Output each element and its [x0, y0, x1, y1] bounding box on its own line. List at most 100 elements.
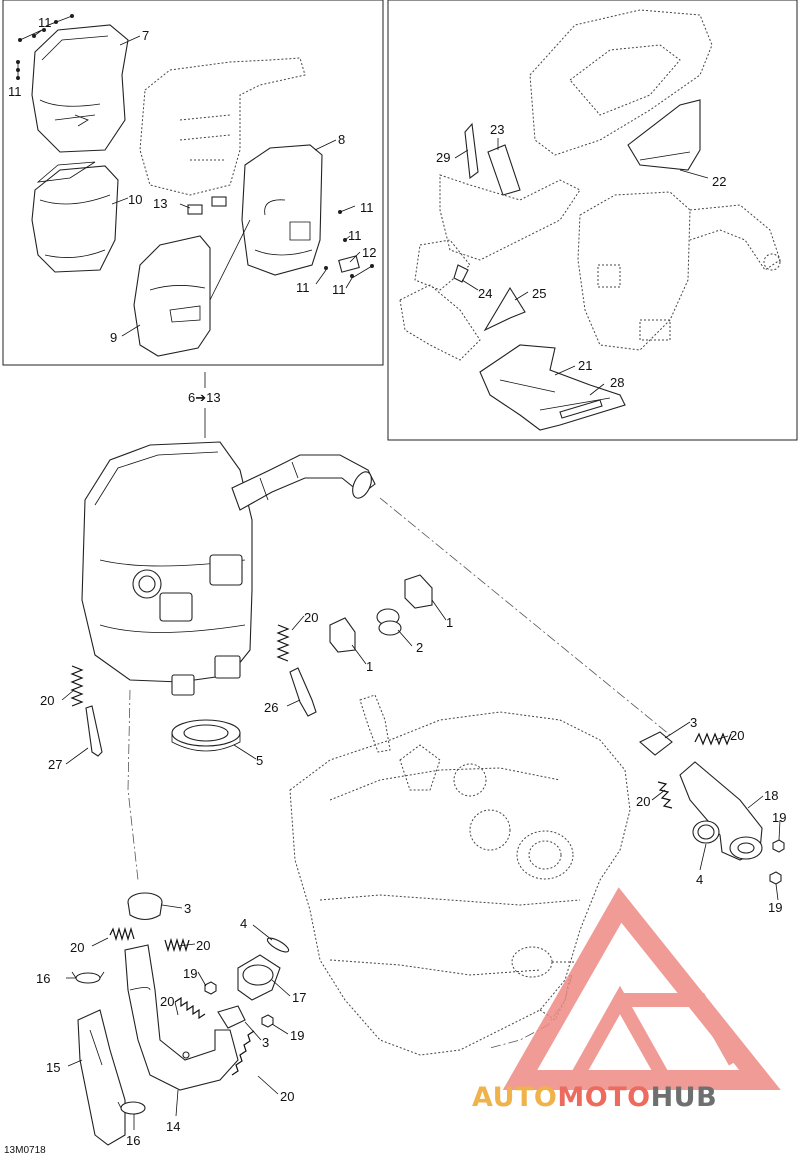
label-25: 25 — [532, 286, 546, 301]
muffler — [81, 441, 253, 696]
exhaust-pipe-14 — [124, 944, 239, 1091]
label-20d: 20 — [636, 794, 650, 809]
spring-20-right-mid — [657, 781, 673, 809]
nuts-19-right — [769, 839, 785, 885]
nuts-19-front — [204, 981, 274, 1028]
label-7: 7 — [142, 28, 149, 43]
label-8: 8 — [338, 132, 345, 147]
label-14: 14 — [166, 1119, 180, 1134]
label-11d: 11 — [348, 228, 362, 243]
label-20c: 20 — [730, 728, 744, 743]
left-inset-leaders — [17, 15, 373, 337]
label-16b: 16 — [126, 1133, 140, 1148]
muffler-ghost-right — [577, 191, 781, 351]
sleeve-3-front — [217, 1005, 246, 1029]
label-26: 26 — [264, 700, 278, 715]
label-20b: 20 — [40, 693, 54, 708]
label-27: 27 — [48, 757, 62, 772]
label-11e: 11 — [296, 280, 310, 295]
shield-floor-21 — [479, 344, 626, 431]
label-3c: 3 — [262, 1035, 269, 1050]
main-leaders — [61, 599, 781, 1130]
label-19b: 19 — [768, 900, 782, 915]
heat-shield-lower-left — [31, 161, 119, 273]
wordmark-hub: HUB — [651, 1082, 718, 1113]
inset-box-muffler-shields — [2, 0, 384, 366]
clamp-16-bottom — [117, 1101, 146, 1115]
shield-strip-28 — [559, 399, 603, 419]
rubber-mount-lower — [329, 617, 356, 653]
label-16a: 16 — [36, 971, 50, 986]
label-17: 17 — [292, 990, 306, 1005]
label-4a: 4 — [696, 872, 703, 887]
automotohub-logo-mark — [502, 887, 781, 1090]
sleeve-3-lower — [127, 892, 163, 921]
wordmark-auto: AUTO — [472, 1082, 557, 1113]
label-5: 5 — [256, 753, 263, 768]
label-3a: 3 — [690, 715, 697, 730]
label-group-6-13: 6➔13 — [188, 390, 221, 405]
label-20g: 20 — [160, 994, 174, 1009]
label-19c: 19 — [183, 966, 197, 981]
shield-pad-23 — [487, 144, 521, 196]
label-20h: 20 — [280, 1089, 294, 1104]
exhaust-sleeve-3-right — [639, 731, 673, 756]
label-1b: 1 — [366, 659, 373, 674]
label-18: 18 — [764, 788, 778, 803]
label-11f: 11 — [332, 282, 346, 297]
label-19a: 19 — [772, 810, 786, 825]
label-28: 28 — [610, 375, 624, 390]
centerline-muffler-to-engine — [379, 497, 671, 736]
label-13: 13 — [153, 196, 167, 211]
gasket-4-front — [266, 937, 290, 953]
shield-large-ghost — [529, 9, 713, 156]
label-20f: 20 — [196, 938, 210, 953]
gasket-4-right — [692, 820, 720, 844]
centerline-muffler-to-pipe — [127, 689, 139, 881]
resonator-15 — [77, 1009, 126, 1146]
springs-lower — [109, 926, 255, 1076]
diagram-code: 13M0718 — [4, 1145, 46, 1156]
muffler-outlet-pipe — [231, 454, 376, 511]
clamp-16-top — [71, 971, 105, 984]
rubber-mount-upper — [404, 574, 433, 609]
label-4b: 4 — [240, 916, 247, 931]
spring-20-right-top — [694, 732, 732, 746]
label-23: 23 — [490, 122, 504, 137]
engine-block — [289, 694, 631, 1056]
shield-tab-24 — [453, 264, 469, 283]
label-15: 15 — [46, 1060, 60, 1075]
label-11c: 11 — [360, 200, 374, 215]
shield-plate-22 — [627, 99, 701, 171]
grommet — [376, 608, 402, 636]
right-inset-leaders — [454, 138, 709, 396]
gasket-ring-5 — [171, 719, 241, 752]
wordmark-moto: MOTO — [557, 1082, 650, 1113]
heat-shield-front — [133, 219, 251, 357]
label-3b: 3 — [184, 901, 191, 916]
label-9: 9 — [110, 330, 117, 345]
spring-20-upper-left — [70, 665, 84, 707]
label-1a: 1 — [446, 615, 453, 630]
inset-box-heat-shields — [387, 0, 798, 441]
frame-rail-ghost — [399, 174, 581, 361]
label-19d: 19 — [290, 1028, 304, 1043]
exhaust-manifold-right — [679, 761, 763, 861]
muffler-ghost-top — [139, 57, 306, 196]
heat-shield-rear — [241, 144, 323, 276]
bracket-26 — [289, 667, 317, 717]
label-11a: 11 — [38, 15, 52, 30]
label-2: 2 — [416, 640, 423, 655]
heat-shield-upper — [31, 24, 129, 153]
automotohub-wordmark: AUTOMOTOHUB — [472, 1082, 717, 1113]
shield-clips — [187, 196, 360, 273]
label-20e: 20 — [70, 940, 84, 955]
label-20a: 20 — [304, 610, 318, 625]
label-11b: 11 — [8, 84, 22, 99]
label-12: 12 — [362, 245, 376, 260]
label-10: 10 — [128, 192, 142, 207]
shield-wedge-25 — [483, 286, 526, 332]
shield-strip-29 — [464, 122, 479, 180]
front-manifold-17 — [237, 954, 281, 1001]
